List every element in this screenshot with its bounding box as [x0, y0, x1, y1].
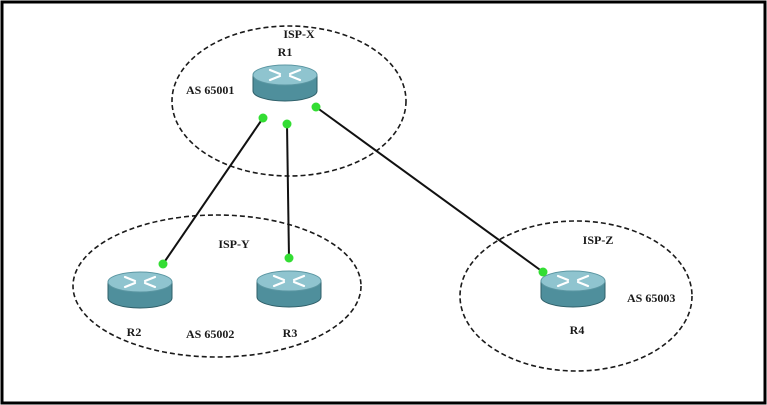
endpoint-r1-r4-b [538, 267, 548, 277]
link-r1-r4 [315, 106, 544, 273]
router-icon [251, 63, 319, 103]
router-r4[interactable] [539, 269, 607, 309]
router-r3-label: R3 [283, 326, 298, 340]
router-r2[interactable] [106, 270, 174, 310]
endpoint-r1-r4-a [311, 102, 321, 112]
router-r3[interactable] [255, 269, 323, 309]
zone-isp-x-title: ISP-X [283, 27, 315, 41]
router-icon [106, 270, 174, 310]
zone-isp-y: ISP-Y AS 65002 [72, 214, 362, 358]
router-r1-label: R1 [278, 45, 293, 59]
zone-isp-z: ISP-Z AS 65003 [459, 220, 693, 372]
router-r4-label: R4 [570, 323, 585, 337]
router-icon [255, 269, 323, 309]
zone-isp-y-as-label: AS 65002 [186, 327, 234, 341]
zone-isp-y-boundary [72, 214, 362, 358]
endpoint-r1-r2-a [258, 113, 268, 123]
links [162, 106, 544, 273]
endpoint-r1-r2-b [158, 259, 168, 269]
endpoint-r1-r3-a [282, 119, 292, 129]
zone-isp-z-title: ISP-Z [583, 233, 614, 247]
link-endpoints [158, 102, 548, 277]
zone-isp-x: ISP-X AS 65001 [171, 25, 407, 177]
router-r2-label: R2 [127, 325, 142, 339]
link-r1-r3 [286, 123, 290, 259]
link-r1-r2 [162, 117, 264, 265]
router-r1[interactable] [251, 63, 319, 103]
zone-isp-x-as-label: AS 65001 [186, 83, 234, 97]
router-icon [539, 269, 607, 309]
zone-isp-x-boundary [171, 25, 407, 177]
zone-isp-y-title: ISP-Y [218, 237, 250, 251]
endpoint-r1-r3-b [284, 253, 294, 263]
zone-isp-z-as-label: AS 65003 [627, 291, 675, 305]
zone-isp-z-boundary [459, 220, 693, 372]
